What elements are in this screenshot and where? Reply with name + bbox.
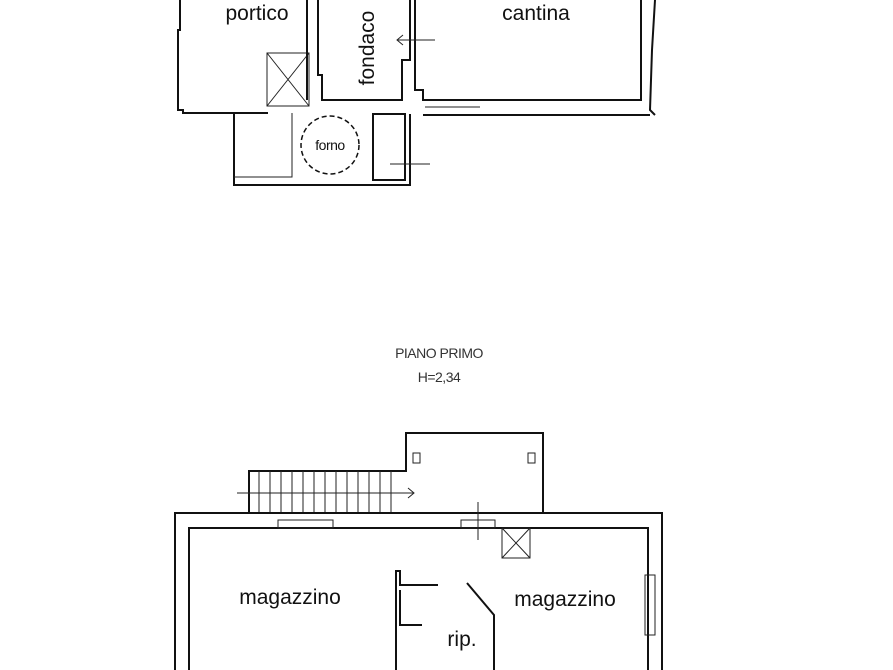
room-label-cantina: cantina bbox=[502, 2, 570, 25]
first-floor-walls bbox=[174, 432, 663, 670]
lift-shaft-icon bbox=[501, 527, 531, 559]
room-label-ripostiglio: rip. bbox=[447, 628, 477, 651]
floor-title: PIANO PRIMO bbox=[395, 345, 483, 361]
ground-floor-walls bbox=[177, 0, 656, 186]
room-label-forno: forno bbox=[315, 137, 345, 153]
lift-shaft-icon bbox=[266, 52, 310, 107]
staircase-icon bbox=[237, 471, 415, 513]
room-label-fondaco: fondaco bbox=[356, 10, 379, 86]
room-label-magazzino-left: magazzino bbox=[239, 586, 341, 609]
room-label-portico: portico bbox=[225, 2, 289, 25]
floor-height: H=2,34 bbox=[417, 369, 461, 385]
room-label-magazzino-right: magazzino bbox=[514, 588, 616, 611]
oven-outline bbox=[300, 115, 360, 175]
